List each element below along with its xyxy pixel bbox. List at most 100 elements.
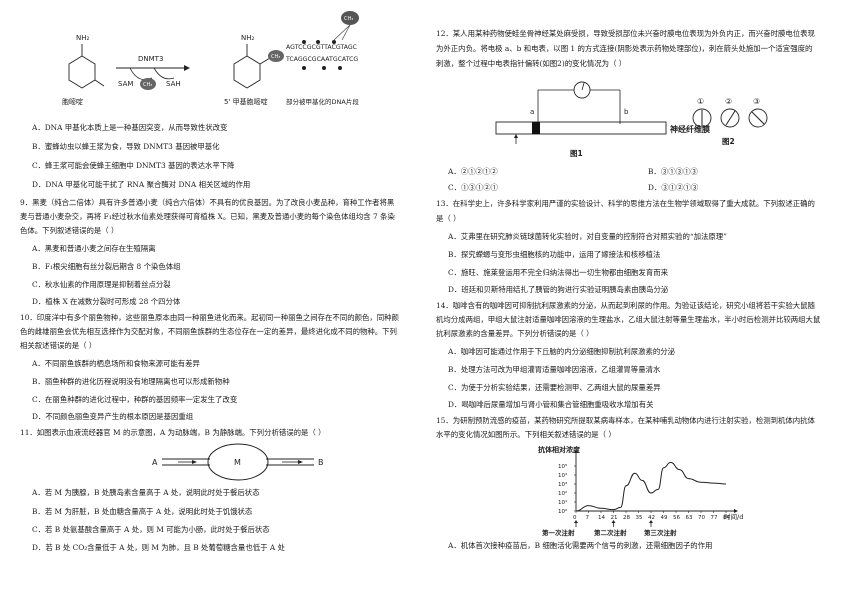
chart-x-tick-label: 21: [611, 515, 618, 521]
q15-option-a: A．机体首次接种疫苗后，B 细胞活化需要两个信号的刺激，还需细胞因子的作用: [448, 541, 713, 550]
dial-2: ②: [720, 97, 740, 128]
methyl-group-icon: [268, 50, 284, 62]
q8-option-c: C．蜂王浆可能会使蜂王细胞中 DNMT3 基因的表达水平下降: [32, 161, 235, 170]
dna-ch3-bubble-icon: [341, 11, 359, 25]
electrode-a-label: a: [530, 108, 534, 116]
q15-text-line-2: 水平的变化情况如图所示。下列相关叙述错误的是（ ）: [436, 430, 616, 439]
left-column: NH₂ 胞嘧啶 DNMT3 SAM CH₃ SAH CH₃ NH₂ 5' 甲基胞…: [20, 0, 420, 608]
methyl-group-label: CH₃: [271, 54, 280, 60]
q9-option-b: B．F₁根尖细胞有丝分裂后期含 8 个染色体组: [32, 262, 181, 271]
chart-x-tick-label: 77: [711, 515, 718, 521]
chart-x-tick-label: 7: [586, 515, 590, 521]
dna-ch3-bubble-label: CH₃: [344, 16, 353, 22]
q11-label-m: M: [234, 458, 241, 467]
q9-option-d: D．植株 X 在减数分裂时可形成 28 个四分体: [32, 297, 181, 306]
q13-text-line-2: 是（ ）: [436, 214, 461, 223]
chart-x-axis-arrow: [734, 509, 738, 513]
chart-ylabel: 抗体相对浓度: [538, 445, 581, 454]
sam-label: SAM: [118, 80, 133, 88]
injection-arrowhead-1: [574, 520, 578, 523]
q12-option-d: D．③①②①③: [648, 183, 699, 192]
q14-text-line-2: 机均分成两组，甲组大鼠注射适量咖啡因溶液的生理盐水，乙组大鼠注射等量生理盐水，半…: [436, 315, 821, 324]
q8-option-d: D．DNA 甲基化可能干扰了 RNA 聚合酶对 DNA 相关区域的作用: [32, 180, 251, 189]
q13-option-c: C．施旺、施莱登运用不完全归纳法得出一切生物都由细胞发育而来: [448, 268, 668, 277]
nerve-fiber-rect: [495, 121, 667, 135]
dial-1-label: ①: [697, 97, 704, 106]
q12-text-line-1: 12．某人用某种药物使蛙坐骨神经某处麻受损，导致受损部位未兴奋时膜电位表现为外负…: [436, 29, 815, 38]
chart-x-tick-label: 49: [661, 515, 668, 521]
cytosine-structure: [68, 44, 105, 89]
q9-option-c: C．秋水仙素的作用原理是抑制着丝点分裂: [32, 280, 171, 289]
chart-xlabel: 时间/d: [724, 512, 743, 521]
chart-y-axis-arrow: [574, 449, 578, 453]
q12-nerve-figure: a b 神经纤维膜 图1 ① ② ③: [486, 74, 786, 166]
fig1-caption: 图1: [570, 149, 583, 158]
dna-fragment-caption: 部分被甲基化的DNA片段: [286, 97, 359, 106]
sah-label: SAH: [166, 80, 181, 88]
q10-option-a: A．不同丽鱼族群的栖息场所和食物来源可能有差异: [32, 359, 200, 368]
dna-seq-top: AGTCCGCGTTACGTAGC: [286, 44, 357, 51]
chart-x-tick-label: 35: [636, 515, 643, 521]
chart-y-tick-label: 10²: [558, 490, 567, 497]
q14-option-d: D．喝咖啡后尿量增加与肾小管和集合管细胞重吸收水增加有关: [448, 400, 654, 409]
methylcytosine-nh2-label: NH₂: [241, 34, 255, 42]
injection-arrowhead-3: [649, 520, 653, 523]
q9-text-line-1: 9．黑麦（纯合二倍体）具有许多普通小麦（纯合六倍体）不具有的优良基因。为了改良小…: [20, 198, 395, 207]
dial-2-label: ②: [725, 97, 732, 106]
chart-y-tick-label: 10⁰: [558, 508, 568, 515]
q11-option-b: B．若 M 为肝脏，B 处血糖含量高于 A 处，说明此时处于饥饿状态: [32, 507, 253, 516]
cytosine-nh2-label: NH₂: [76, 34, 90, 42]
stimulus-arrow-icon: [514, 134, 518, 138]
q15-text-line-1: 15．为研制预防流感的疫苗，某药物研究所提取某病毒样本，在某种哺乳动物体内进行注…: [436, 416, 815, 425]
chart-x-tick-label: 14: [598, 515, 605, 521]
q12-option-a: A．②①②①②: [448, 167, 498, 176]
chart-x-tick-label: 63: [686, 515, 693, 521]
chart-y-tick-label: 10⁵: [558, 463, 567, 470]
q11-label-b: B: [318, 458, 324, 467]
chart-series-line: [575, 461, 727, 512]
q10-text-line-2: 色的雌雄丽鱼会优先相互选择作为交配对象，不同丽鱼族群的生态位存在一定的差异，最终…: [20, 327, 397, 336]
q12-option-b: B．③①③①③: [648, 167, 698, 176]
q11-option-a: A．若 M 为胰腺，B 处胰岛素含量高于 A 处，说明此时处于餐后状态: [32, 488, 260, 497]
q11-label-a: A: [152, 458, 158, 467]
annotation-third-injection: 第三次注射: [644, 528, 677, 537]
chart-y-tick-label: 10⁴: [558, 472, 568, 479]
q12-nerve-svg: a b 神经纤维膜 图1 ① ② ③: [495, 81, 768, 158]
q12-text-line-2: 为外正内负。将电极 a、b 和电表，以图 1 的方式连接(阴影处表示药物处理部位…: [436, 44, 813, 53]
q13-text-line-1: 13．在科学史上，许多科学家利用严谨的实验设计、科学的思维方法在生物学领域取得了…: [436, 199, 815, 208]
q8-option-a: A．DNA 甲基化本质上是一种基因突变，从而导致性状改变: [32, 123, 228, 132]
annotation-first-injection: 第一次注射: [542, 528, 575, 537]
electrode-b-label: b: [624, 108, 629, 116]
dna-methylation-figure: NH₂ 胞嘧啶 DNMT3 SAM CH₃ SAH CH₃ NH₂ 5' 甲基胞…: [34, 6, 364, 114]
q10-text-line-1: 10．印度洋中有多个丽鱼物种，这些丽鱼原本由同一种丽鱼进化而来。起初同一种丽鱼之…: [20, 313, 399, 322]
q10-option-c: C．在丽鱼种群的进化过程中，种群的基因频率一定发生了改变: [32, 395, 238, 404]
q9-text-line-2: 麦与普通小麦杂交，再将 F₁经过秋水仙素处理获得可育植株 X。已知，黑麦及普通小…: [20, 212, 395, 221]
annotation-second-injection: 第二次注射: [594, 528, 627, 537]
methylcytosine-label: 5' 甲基胞嘧啶: [224, 97, 268, 106]
q14-option-c: C．为使于分析实验结果，还需要检测甲、乙两组大鼠的尿量差异: [448, 383, 661, 392]
cytosine-label: 胞嘧啶: [62, 97, 83, 106]
q10-text-line-3: 相关叙述错误的是（ ）: [20, 341, 97, 350]
drug-treated-region: [532, 122, 540, 134]
q8-option-b: B．蜜蜂幼虫以蜂王浆为食，导致 DNMT3 基因被甲基化: [32, 142, 220, 151]
organ-m-ellipse: [207, 443, 269, 481]
q14-text-line-1: 14．咖啡含有的咖啡因可抑制抗利尿激素的分泌，从而起到利尿的作用。为验证该结论，…: [436, 301, 815, 310]
q14-option-b: B．处理方法可改为甲组灌胃适量咖啡因溶液，乙组灌胃等量清水: [448, 365, 661, 374]
dnmt3-label: DNMT3: [138, 55, 163, 63]
methylcytosine-structure: [233, 44, 271, 89]
dial-3-label: ③: [753, 97, 760, 106]
q13-option-b: B．探究蝾螈与变形虫细胞核的功能中，运用了嫁接法和核移植法: [448, 250, 661, 259]
injection-arrowhead-2: [611, 520, 616, 523]
q14-text-line-3: 抗利尿激素的含量差异。下列分析错误的是（ ）: [436, 329, 594, 338]
ch3-label-small: CH₃: [143, 82, 152, 88]
dial-3: ③: [748, 97, 768, 128]
q12-option-c: C．①③①②①: [448, 183, 498, 192]
chart-x-tick-label: 42: [648, 515, 655, 521]
ch3-circle-icon: [140, 78, 156, 90]
chart-x-tick-label: 28: [623, 515, 630, 521]
chart-x-tick-label: 70: [698, 515, 705, 521]
q9-text-line-3: 色体。下列叙述错误的是（ ）: [20, 226, 119, 235]
